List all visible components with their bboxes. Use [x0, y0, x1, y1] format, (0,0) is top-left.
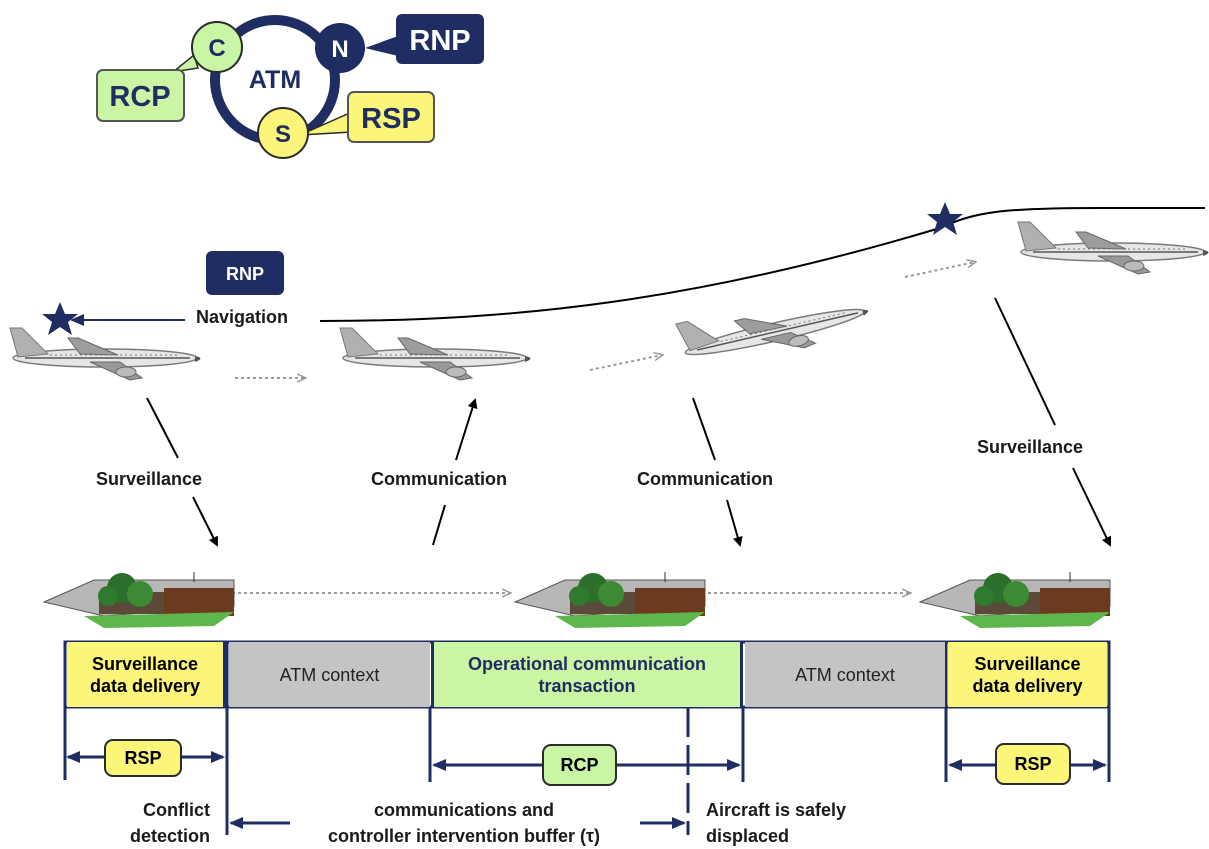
rnp-badge-label: RNP [226, 264, 264, 284]
communication-downlink-label: Communication [637, 469, 774, 489]
navigation-path [319, 207, 1205, 322]
navigation-label: Navigation [192, 307, 293, 328]
ground-station-icon [43, 571, 235, 629]
ground-station-icon [514, 571, 706, 629]
n-label: N [331, 36, 348, 63]
surveillance-link-label: Surveillance [96, 469, 203, 489]
rsp-span-label: RSP [104, 739, 182, 777]
rnp-badge [206, 251, 284, 295]
c-node [191, 21, 243, 73]
ground-station-icon [919, 571, 1111, 629]
aircraft-icon [9, 327, 202, 381]
operational-communication-cell: Operational communication transaction [431, 642, 743, 707]
surveillance-delivery-cell: Surveillance data delivery [948, 642, 1107, 707]
rsp-callout [347, 91, 435, 143]
aircraft-displaced-label: Aircraft is safely displaced [706, 800, 847, 846]
aircraft-icon [674, 280, 874, 376]
s-label: S [275, 121, 291, 148]
rnp-callout [396, 14, 484, 64]
rcp-logo-label: RCP [109, 81, 170, 113]
conflict-detection-label: Conflict detection [129, 800, 210, 846]
rsp-logo-label: RSP [361, 103, 421, 135]
rnp-logo-label: RNP [409, 25, 470, 57]
atm-context-cell: ATM context [745, 642, 945, 707]
surveillance-delivery-cell: Surveillance data delivery [67, 642, 226, 707]
rsp-span-label: RSP [995, 743, 1071, 785]
aircraft-icon [339, 327, 532, 381]
aircraft-icon [1017, 221, 1209, 275]
s-node [257, 107, 309, 159]
waypoint-star-icon [42, 302, 78, 335]
atm-context-cell: ATM context [229, 642, 430, 707]
intervention-buffer-label: communications and controller interventi… [327, 800, 601, 846]
c-label: C [208, 35, 225, 62]
atm-label: ATM [249, 66, 301, 94]
n-node [315, 23, 365, 73]
surveillance-link-label: Surveillance [977, 437, 1084, 457]
rcp-span-label: RCP [542, 744, 617, 786]
rcp-callout [96, 69, 185, 122]
communication-uplink-label: Communication [371, 469, 508, 489]
